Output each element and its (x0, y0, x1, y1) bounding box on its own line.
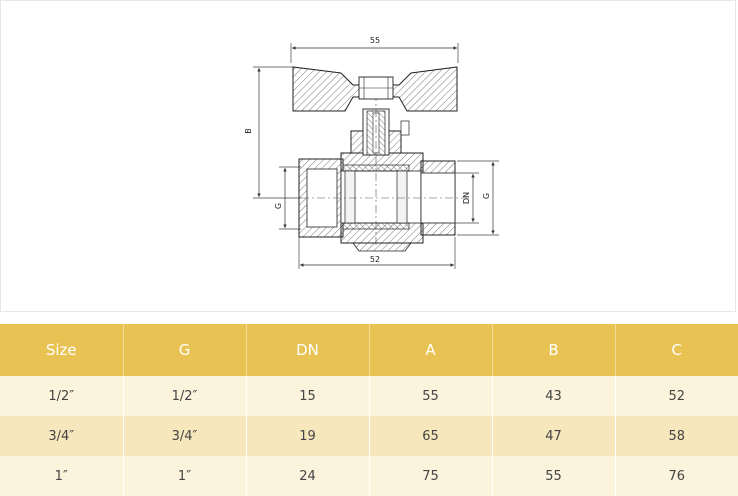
cell-size: 1/2″ (0, 376, 124, 416)
valve-body (298, 77, 471, 252)
dim-right-port-label: G (482, 193, 491, 199)
table-header-row: Size G DN A B C (0, 324, 738, 376)
cell-c: 76 (615, 456, 738, 496)
table-row: 1″ 1″ 24 75 55 76 (0, 456, 738, 496)
dim-left-vertical-group: B (244, 66, 301, 199)
dim-bottom-label: 52 (370, 255, 380, 264)
cell-g: 1″ (123, 456, 247, 496)
cell-b: 55 (492, 456, 616, 496)
cell-size: 3/4″ (0, 416, 124, 456)
cell-b: 47 (492, 416, 616, 456)
table-row: 3/4″ 3/4″ 19 65 47 58 (0, 416, 738, 456)
dim-vertical-label: B (244, 128, 253, 134)
header-c: C (615, 324, 738, 376)
dim-left-port-label: G (274, 203, 283, 209)
dim-top-group: 55 (290, 36, 459, 63)
cell-dn: 19 (246, 416, 370, 456)
dim-bottom-group: 52 (298, 237, 456, 269)
ball-valve-drawing: 55 B G (244, 36, 499, 269)
dim-left-port-group: G (274, 166, 301, 230)
dim-top-label: 55 (370, 36, 380, 45)
cell-g: 1/2″ (123, 376, 247, 416)
cell-dn: 15 (246, 376, 370, 416)
cell-g: 3/4″ (123, 416, 247, 456)
table-row: 1/2″ 1/2″ 15 55 43 52 (0, 376, 738, 416)
header-dn: DN (246, 324, 370, 376)
cell-a: 75 (369, 456, 493, 496)
cell-c: 58 (615, 416, 738, 456)
technical-drawing-panel: 55 B G (0, 0, 736, 312)
specification-table: Size G DN A B C 1/2″ 1/2″ 15 55 43 52 3/… (0, 324, 738, 496)
cell-a: 55 (369, 376, 493, 416)
cell-size: 1″ (0, 456, 124, 496)
header-g: G (123, 324, 247, 376)
dim-bore-label: DN (462, 192, 471, 204)
butterfly-handle (292, 66, 458, 112)
header-size: Size (0, 324, 124, 376)
header-a: A (369, 324, 493, 376)
dim-right-group: DN G (423, 160, 499, 236)
cell-b: 43 (492, 376, 616, 416)
header-b: B (492, 324, 616, 376)
cell-a: 65 (369, 416, 493, 456)
cell-c: 52 (615, 376, 738, 416)
cell-dn: 24 (246, 456, 370, 496)
